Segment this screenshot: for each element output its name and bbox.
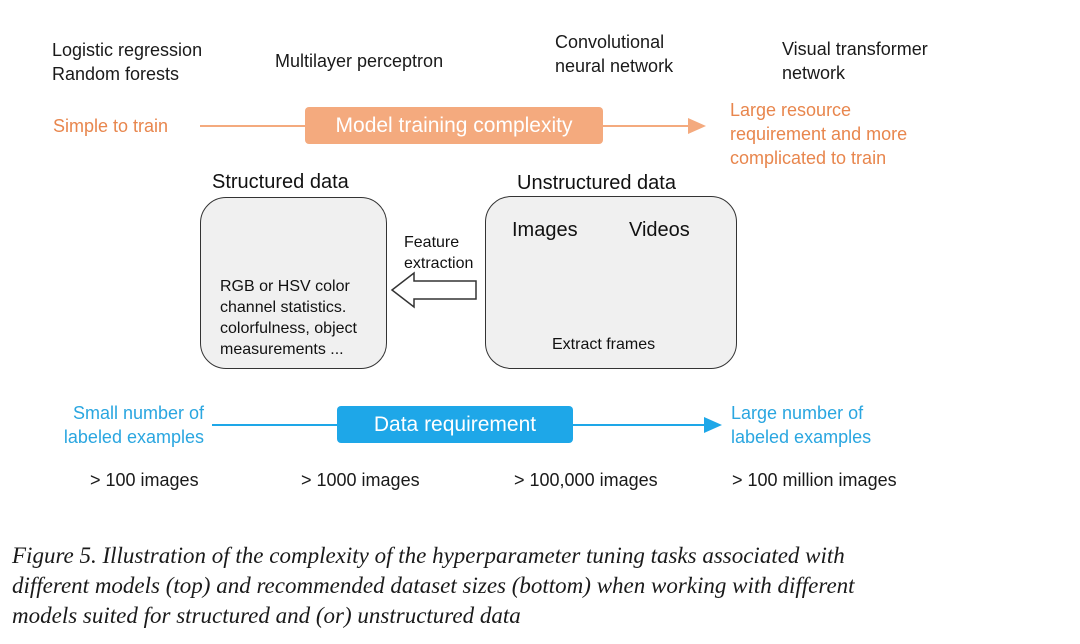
unstructured-data-box: [485, 196, 737, 369]
images-label: Images: [512, 219, 578, 241]
complexity-arrowhead: [688, 118, 706, 134]
caption-line: models suited for structured and (or) un…: [12, 603, 521, 628]
small-number-label: Small number of labeled examples: [44, 401, 204, 449]
model-label: neural network: [555, 56, 674, 76]
resource-line: complicated to train: [730, 148, 887, 168]
description-line: RGB or HSV color: [220, 278, 350, 295]
description-line: colorfulness, object: [220, 320, 357, 337]
caption-line: different models (top) and recommended d…: [12, 573, 855, 598]
model-vit: Visual transformer network: [782, 37, 928, 85]
unstructured-data-title: Unstructured data: [517, 172, 676, 194]
simple-to-train-label: Simple to train: [53, 116, 169, 136]
large-number-line: labeled examples: [731, 427, 872, 447]
size-100000: > 100,000 images: [514, 470, 658, 490]
feature-extraction-label: Feature extraction: [404, 232, 473, 274]
large-number-line: Large number of: [731, 403, 864, 423]
feature-line: Feature: [404, 234, 460, 251]
size-1000: > 1000 images: [301, 470, 420, 490]
small-number-line: Small number of: [72, 403, 204, 423]
large-number-label: Large number of labeled examples: [731, 401, 871, 449]
small-number-line: labeled examples: [63, 427, 204, 447]
caption-line: Figure 5. Illustration of the complexity…: [12, 543, 845, 568]
model-logistic-random: Logistic regression Random forests: [52, 38, 202, 86]
extract-frames-label: Extract frames: [552, 336, 656, 353]
model-label: Visual transformer: [782, 39, 928, 59]
hollow-left-arrow-icon: [390, 271, 477, 309]
model-label: Convolutional: [555, 32, 665, 52]
data-requirement-pill: Data requirement: [337, 406, 573, 443]
model-label: Logistic regression: [52, 40, 203, 60]
description-line: measurements ...: [220, 341, 344, 358]
figure-caption: Figure 5. Illustration of the complexity…: [12, 541, 1076, 631]
structured-data-box: [200, 197, 387, 369]
data-arrowhead: [704, 417, 722, 433]
size-100: > 100 images: [90, 470, 199, 490]
size-100-million: > 100 million images: [732, 470, 897, 490]
model-label: Random forests: [52, 64, 180, 84]
resource-line: requirement and more: [730, 124, 908, 144]
structured-data-description: RGB or HSV color channel statistics. col…: [220, 276, 357, 360]
description-line: channel statistics.: [220, 299, 347, 316]
feature-line: extraction: [404, 255, 474, 272]
model-mlp: Multilayer perceptron: [275, 51, 444, 71]
structured-data-title: Structured data: [212, 171, 349, 193]
model-training-complexity-pill: Model training complexity: [305, 107, 603, 144]
videos-label: Videos: [629, 219, 690, 241]
resource-line: Large resource: [730, 100, 852, 120]
model-cnn: Convolutional neural network: [555, 30, 673, 78]
model-label: network: [782, 63, 846, 83]
large-resource-label: Large resource requirement and more comp…: [730, 98, 907, 170]
